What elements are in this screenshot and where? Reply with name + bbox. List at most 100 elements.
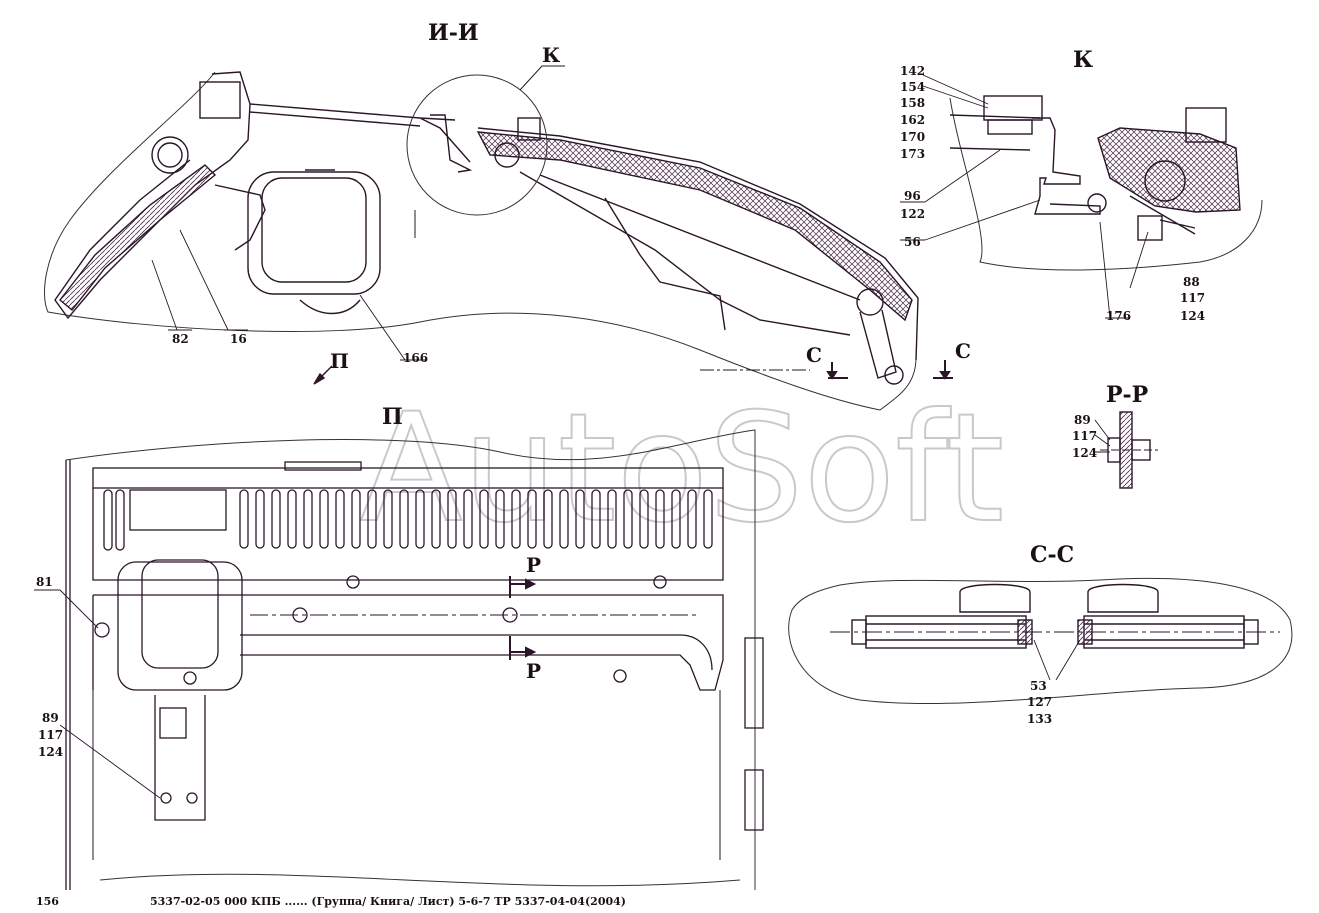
section-cc — [788, 577, 1293, 705]
cut-p-top-letter: Р — [526, 553, 541, 577]
section-pp — [1094, 411, 1158, 489]
grille-slot — [479, 489, 489, 549]
cut-p-marks — [509, 576, 537, 660]
view-k-reference-letter: К — [542, 43, 560, 67]
view-k-bracket — [1032, 117, 1101, 215]
callout-53: 53 — [1030, 679, 1047, 693]
watermark-text: AutoSoft — [360, 382, 1004, 556]
callout-166: 166 — [403, 351, 428, 365]
callout-122: 122 — [900, 207, 925, 221]
section-ii-tank-cap — [299, 169, 361, 315]
section-pp-title: Р-Р — [1106, 382, 1148, 408]
view-p-strap-nut-2 — [186, 792, 198, 804]
view-p-grille-window — [129, 489, 227, 531]
callout-162: 162 — [900, 113, 925, 127]
view-p-break-top — [65, 429, 756, 890]
grille-slot — [639, 489, 649, 549]
section-cc-tube-walls — [866, 623, 1244, 641]
callout-154: 154 — [900, 80, 925, 94]
callout-173: 173 — [900, 147, 925, 161]
section-ii-hinge-pin — [856, 288, 884, 316]
callout-56: 56 — [904, 235, 921, 249]
cut-p-bottom-letter: Р — [526, 659, 541, 683]
section-ii-clip — [430, 114, 473, 173]
view-p-break-bottom — [99, 873, 741, 887]
callout-124: 124 — [1180, 309, 1205, 323]
grille-slot — [351, 489, 361, 549]
callout-pp-124: 124 — [1072, 446, 1097, 460]
section-ii-k-pin — [494, 142, 520, 168]
view-p-rivet-4 — [502, 607, 518, 623]
grille-slot — [335, 489, 345, 549]
callout-plan-124: 124 — [38, 745, 63, 759]
section-ii-grommet — [151, 136, 189, 174]
callout-117: 117 — [1180, 291, 1205, 305]
grille-slot — [671, 489, 681, 549]
grille-slot — [575, 489, 585, 549]
section-cc-right-bracket — [1087, 583, 1159, 613]
view-k-callout-group-1: 142 154 158 162 170 173 — [900, 64, 925, 161]
callout-pp-117: 117 — [1072, 429, 1097, 443]
grille-slot — [655, 489, 665, 549]
grille-slot — [591, 489, 601, 549]
callout-plan-117: 117 — [38, 728, 63, 742]
view-p-strap-nut-1 — [160, 792, 172, 804]
view-p — [34, 429, 764, 890]
section-ii-hood-outer — [477, 127, 919, 361]
section-ii-hood-insulation — [476, 131, 913, 322]
grille-slot — [415, 489, 425, 549]
section-ii-left-panel-hatch — [59, 164, 217, 311]
footer-caption: 5337-02-05 000 КПБ ...... (Группа/ Книга… — [150, 895, 626, 908]
cut-c-left-letter: С — [806, 343, 822, 367]
section-ii-leader-shelves — [168, 329, 425, 361]
view-p-rivet-5 — [613, 669, 627, 683]
view-p-rivet-1 — [346, 575, 360, 589]
grille-slot — [399, 489, 409, 549]
view-p-grille-frame — [92, 488, 724, 581]
callout-88: 88 — [1183, 275, 1200, 289]
view-p-grille-slots — [103, 489, 713, 551]
view-p-arrow — [313, 365, 333, 385]
callout-16: 16 — [230, 332, 247, 346]
view-k-leaders — [922, 74, 1149, 319]
callout-pp-89: 89 — [1074, 413, 1091, 427]
footer-page-number: 156 — [36, 895, 59, 908]
view-k-panel-lines — [949, 114, 1041, 151]
callout-170: 170 — [900, 130, 925, 144]
section-ii-linkage — [519, 171, 861, 336]
grille-slot — [687, 489, 697, 549]
section-ii-upper-box — [199, 81, 241, 119]
grille-slot — [495, 489, 505, 549]
section-ii-grommet-inner — [157, 142, 183, 168]
callout-82: 82 — [172, 332, 189, 346]
view-k-hood-insulation — [1097, 127, 1241, 213]
view-k-callout-group-3: 88 117 124 — [1180, 275, 1205, 323]
view-k-break-outline — [949, 97, 1263, 271]
grille-slot — [431, 489, 441, 549]
callout-127: 127 — [1027, 695, 1052, 709]
grille-slot — [255, 489, 265, 549]
grille-slot — [103, 489, 113, 551]
section-pp-leaders — [1094, 419, 1111, 453]
view-p-middle-plate — [92, 594, 724, 691]
grille-slot — [271, 489, 281, 549]
view-k-upper-nut — [1185, 107, 1227, 143]
view-p-leaders — [59, 589, 161, 799]
view-p-strap-window — [159, 707, 187, 739]
cut-c-right-letter: С — [955, 339, 971, 363]
view-p-rivet-3 — [292, 607, 308, 623]
section-ii-detail-k-circle — [406, 74, 548, 216]
view-p-top-tab — [284, 461, 362, 471]
callout-81: 81 — [36, 575, 53, 589]
grille-slot — [703, 489, 713, 549]
view-p-rivet-2 — [653, 575, 667, 589]
view-p-right-bracket-2 — [744, 769, 764, 831]
view-p-right-bracket-1 — [744, 637, 764, 729]
view-p-title: П — [382, 404, 403, 430]
section-ii-tank — [247, 171, 381, 295]
grille-slot — [623, 489, 633, 549]
callout-158: 158 — [900, 96, 925, 110]
cut-c-marks — [826, 360, 953, 380]
view-p-tank-cap — [141, 559, 219, 669]
